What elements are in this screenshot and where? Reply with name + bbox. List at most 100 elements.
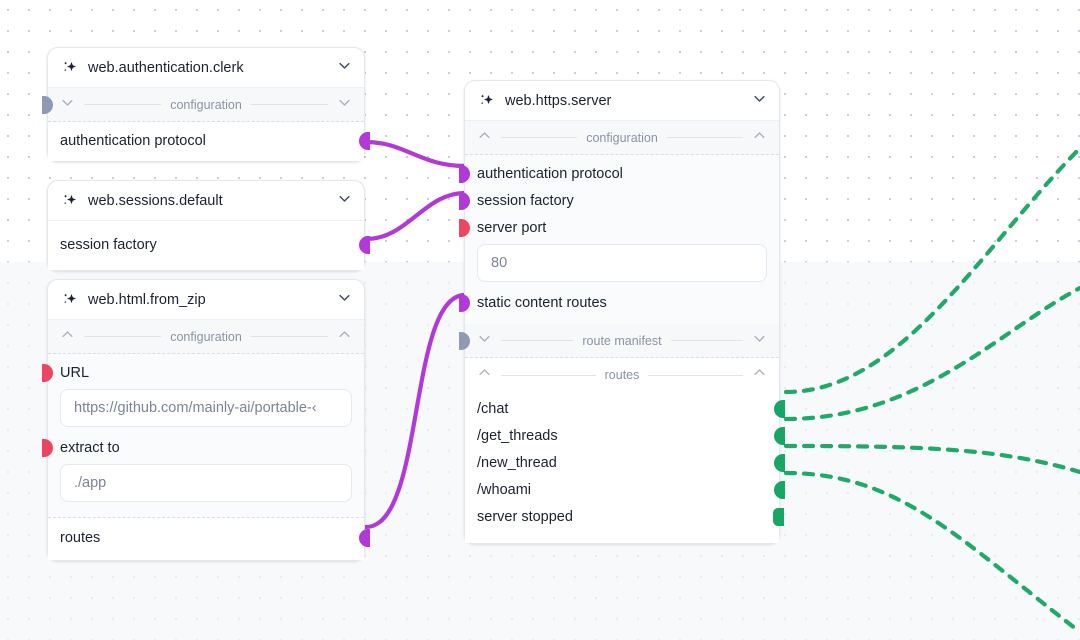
section-divider-right [648, 374, 743, 376]
node-body: session factory [48, 221, 370, 270]
field-label: session factory [477, 192, 574, 209]
field-static-content-routes[interactable]: static content routes [459, 289, 779, 316]
chevron-down-icon[interactable] [337, 95, 352, 115]
field-label: static content routes [477, 294, 607, 311]
edge-getthreads-out [783, 285, 1080, 422]
route-row[interactable]: /new_thread [465, 449, 785, 476]
section-label: routes [604, 368, 640, 382]
node-web-https-server[interactable]: web.https.server configuration authentic… [459, 80, 785, 544]
input-port-server-port[interactable] [459, 218, 470, 237]
section-label: route manifest [582, 333, 662, 348]
node-header[interactable]: web.html.from_zip [48, 280, 364, 320]
edge-sessions-to-factory [363, 190, 468, 242]
section-divider-left [84, 336, 162, 337]
field-label: session factory [60, 236, 157, 253]
section-configuration[interactable]: configuration [48, 320, 364, 354]
route-label: /chat [477, 400, 509, 417]
route-row[interactable]: /get_threads [465, 422, 785, 449]
field-routes[interactable]: routes [48, 524, 370, 551]
section-routes[interactable]: routes [465, 358, 779, 392]
field-extract-to[interactable]: extract to [42, 434, 364, 461]
chevron-down-icon[interactable] [337, 290, 352, 310]
section-route-manifest[interactable]: route manifest [459, 324, 779, 358]
node-web-html-from-zip[interactable]: web.html.from_zip configuration URL http… [42, 279, 370, 561]
section-divider-left [501, 340, 574, 341]
url-input-value: https://github.com/mainly-ai/portable-‹ [74, 400, 317, 416]
field-session-factory[interactable]: session factory [48, 231, 370, 258]
section-divider-right [666, 137, 744, 138]
section-divider-left [84, 104, 162, 105]
section-divider-right [250, 104, 329, 105]
section-divider-right [250, 336, 329, 337]
route-label: server stopped [477, 508, 573, 525]
server-port-input[interactable]: 80 [477, 244, 767, 282]
node-title: web.sessions.default [88, 192, 223, 209]
node-title: web.authentication.clerk [88, 59, 244, 76]
output-port-server-stopped[interactable] [773, 507, 784, 526]
input-port-url[interactable] [42, 363, 53, 382]
chevron-up-icon[interactable] [752, 128, 767, 148]
edge-chat-out [783, 145, 1080, 395]
route-label: /whoami [477, 481, 531, 498]
chevron-down-icon[interactable] [337, 58, 352, 78]
field-label: extract to [60, 439, 120, 456]
output-port-routes[interactable] [359, 528, 370, 547]
output-port-whoami[interactable] [774, 480, 785, 499]
section-divider [48, 517, 364, 518]
sparkle-icon [478, 92, 496, 110]
chevron-down-icon[interactable] [752, 91, 767, 111]
chevron-up-icon[interactable] [752, 365, 767, 385]
chevron-down-icon[interactable] [60, 95, 75, 115]
sparkle-icon [61, 192, 79, 210]
node-body: authentication protocol [48, 122, 370, 161]
output-port-chat[interactable] [774, 399, 785, 418]
edge-whoami-out [783, 470, 1080, 635]
extract-to-input[interactable]: ./app [60, 464, 352, 502]
section-port-route-manifest[interactable] [459, 331, 470, 350]
chevron-down-icon[interactable] [337, 191, 352, 211]
field-authentication-protocol[interactable]: authentication protocol [48, 127, 370, 154]
section-configuration[interactable]: configuration [465, 121, 779, 155]
input-port-authentication-protocol[interactable] [459, 164, 470, 183]
route-label: /new_thread [477, 454, 557, 471]
chevron-down-icon[interactable] [752, 331, 767, 351]
edge-newthread-out [783, 443, 1080, 475]
input-port-static-content-routes[interactable] [459, 293, 470, 312]
node-body-routes: /chat /get_threads /new_thread /whoami s… [465, 392, 785, 543]
field-label: server port [477, 219, 547, 236]
output-port-session-factory[interactable] [359, 235, 370, 254]
input-port-extract-to[interactable] [42, 438, 53, 457]
node-web-authentication-clerk[interactable]: web.authentication.clerk configuration a… [42, 47, 370, 162]
edge-routes-to-static [363, 292, 468, 530]
chevron-down-icon[interactable] [477, 331, 492, 351]
node-header[interactable]: web.authentication.clerk [48, 48, 364, 88]
input-port-session-factory[interactable] [459, 191, 470, 210]
output-port-get-threads[interactable] [774, 426, 785, 445]
field-url[interactable]: URL [42, 359, 364, 386]
section-configuration[interactable]: configuration [42, 88, 364, 122]
chevron-up-icon[interactable] [477, 365, 492, 385]
field-label: URL [60, 364, 90, 381]
output-port-new-thread[interactable] [774, 453, 785, 472]
sparkle-icon [61, 59, 79, 77]
section-port[interactable] [42, 95, 53, 114]
node-web-sessions-default[interactable]: web.sessions.default session factory [47, 180, 370, 271]
chevron-up-icon[interactable] [477, 128, 492, 148]
sparkle-icon [61, 291, 79, 309]
section-divider-left [501, 137, 578, 138]
route-row[interactable]: /whoami [465, 476, 785, 503]
chevron-up-icon[interactable] [60, 327, 75, 347]
node-header[interactable]: web.https.server [465, 81, 779, 121]
node-title: web.https.server [505, 92, 612, 109]
field-server-port[interactable]: server port [459, 214, 779, 241]
route-row[interactable]: server stopped [465, 503, 784, 530]
field-authentication-protocol[interactable]: authentication protocol [459, 160, 779, 187]
route-row[interactable]: /chat [465, 395, 785, 422]
output-port-authentication-protocol[interactable] [359, 131, 370, 150]
field-session-factory[interactable]: session factory [459, 187, 779, 214]
url-input[interactable]: https://github.com/mainly-ai/portable-‹ [60, 389, 352, 427]
node-header[interactable]: web.sessions.default [48, 181, 364, 221]
chevron-up-icon[interactable] [337, 327, 352, 347]
section-divider-left [501, 374, 596, 376]
